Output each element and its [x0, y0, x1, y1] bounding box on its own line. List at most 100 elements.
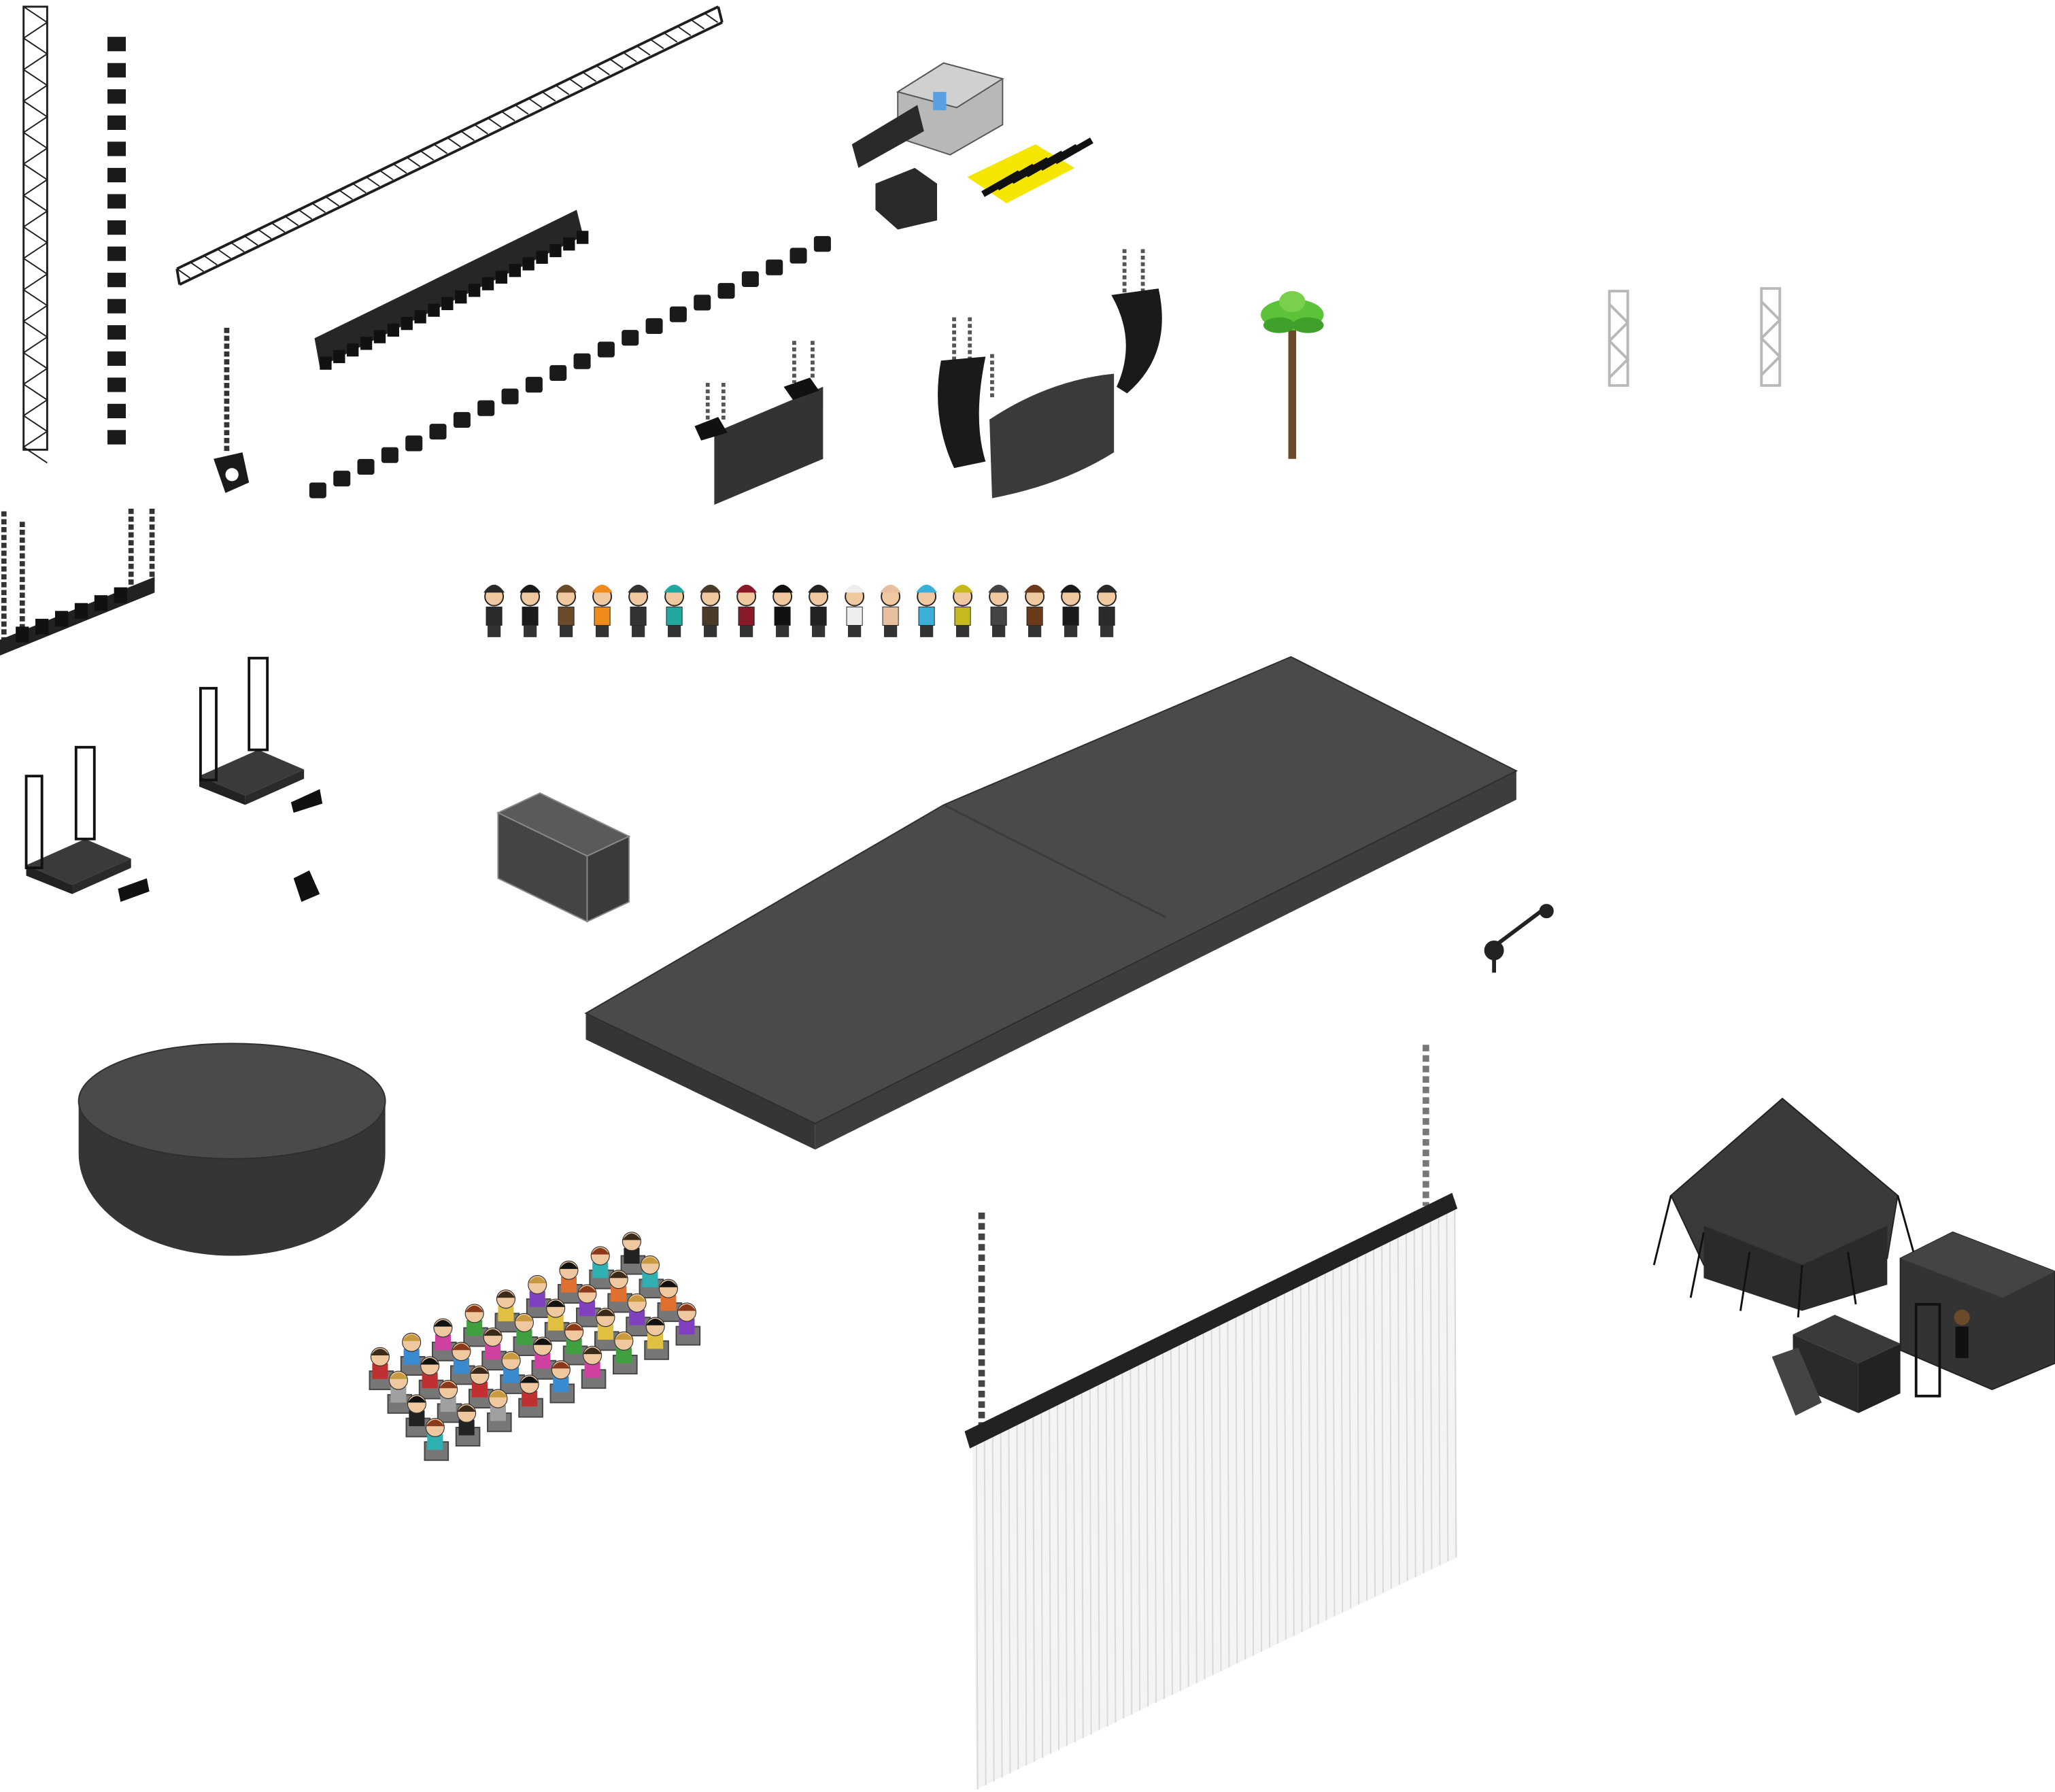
- curtain-fold: [1397, 1228, 1400, 1585]
- avatar-body: [882, 607, 899, 626]
- seated-avatar: [500, 1351, 525, 1394]
- avatar-hair: [559, 1262, 578, 1269]
- avatar-body: [579, 1300, 595, 1317]
- riser-truss-left: [24, 745, 150, 902]
- avatar-legs: [919, 625, 934, 637]
- curtain-fold: [1446, 1203, 1449, 1561]
- avatar-hair: [520, 584, 541, 593]
- speaker-box: [107, 377, 126, 392]
- curtain-fold: [1227, 1314, 1230, 1668]
- seated-avatar: [424, 1417, 449, 1461]
- avatar-hair: [528, 1277, 547, 1284]
- avatar-body: [630, 607, 647, 626]
- seated-avatar: [549, 1360, 575, 1404]
- avatar-body: [522, 1391, 538, 1407]
- truss-brace: [488, 117, 502, 128]
- main-stage: [584, 656, 1518, 1150]
- vertical-truss: [22, 5, 48, 451]
- avatar-body: [427, 1434, 443, 1450]
- avatar-body: [810, 607, 827, 626]
- seated-avatar: [639, 1255, 664, 1299]
- par-lamp: [441, 297, 454, 311]
- avatar-hair: [371, 1349, 390, 1356]
- spotlight: [501, 388, 519, 405]
- avatar-body: [592, 1262, 609, 1279]
- par-lamp: [360, 337, 373, 350]
- spotlight: [309, 482, 326, 498]
- spotlight: [525, 377, 543, 393]
- moving-head-light: [54, 611, 69, 627]
- avatar-hair: [659, 1281, 678, 1287]
- avatar: [988, 584, 1010, 637]
- truss-brace: [447, 137, 461, 148]
- avatar-hair: [1024, 584, 1046, 593]
- curtain-fold: [1049, 1404, 1052, 1754]
- truss-brace: [623, 52, 637, 63]
- avatar: [736, 584, 758, 637]
- avatar-hair: [452, 1343, 471, 1351]
- curtain-fold: [1154, 1351, 1157, 1703]
- avatar-hair: [1060, 584, 1082, 593]
- truss-brace: [406, 156, 421, 167]
- truss-brace: [203, 255, 218, 266]
- avatar-hair: [546, 1300, 565, 1307]
- avatar-hair: [402, 1334, 421, 1341]
- moving-head-light: [74, 603, 88, 619]
- seated-crowd: [369, 1232, 701, 1461]
- curtain-fold: [1113, 1372, 1117, 1723]
- spotlight: [694, 294, 711, 311]
- par-lamp: [401, 316, 413, 331]
- avatar-body: [498, 1305, 514, 1321]
- avatar-hair: [515, 1315, 534, 1321]
- seated-avatar: [675, 1302, 701, 1346]
- avatar-body: [485, 1343, 501, 1359]
- avatar-hair: [736, 584, 758, 593]
- curtain-fold: [1454, 1199, 1457, 1557]
- avatar: [520, 584, 541, 637]
- avatar-body: [679, 1319, 695, 1335]
- truss-brace: [298, 209, 313, 220]
- avatar-hair: [609, 1271, 628, 1279]
- avatar-hair: [641, 1257, 660, 1264]
- avatar-hair: [389, 1372, 408, 1379]
- avatar-body: [458, 1419, 475, 1436]
- speaker-box: [107, 246, 126, 261]
- avatar: [1954, 1309, 1970, 1325]
- curtain-fold: [1000, 1430, 1003, 1778]
- truss-brace: [258, 229, 272, 239]
- ghost-truss-right: [1759, 287, 1782, 387]
- avatar-hair: [628, 1295, 647, 1302]
- spotlight: [766, 259, 783, 275]
- avatar-hair: [470, 1367, 489, 1374]
- avatar-body: [560, 1277, 577, 1293]
- avatar-body: [529, 1291, 545, 1307]
- avatar-body: [954, 607, 971, 626]
- avatar-body: [503, 1367, 520, 1383]
- light-bar: [314, 209, 589, 370]
- avatar: [916, 584, 938, 637]
- seated-avatar: [613, 1331, 638, 1374]
- avatar-legs: [487, 625, 501, 637]
- truss-brace: [217, 248, 231, 259]
- avatar-legs: [1100, 625, 1114, 637]
- par-lamp: [373, 330, 386, 343]
- moving-head-light: [94, 595, 108, 611]
- black-cube: [496, 792, 631, 923]
- avatar-hair: [564, 1323, 583, 1331]
- truss-brace: [596, 65, 610, 75]
- avatar-body: [1026, 607, 1043, 626]
- avatar-body: [642, 1271, 658, 1287]
- avatar-body: [566, 1338, 582, 1355]
- avatar-legs: [595, 625, 609, 637]
- curtain-fold: [1130, 1364, 1133, 1715]
- par-lamp: [320, 356, 332, 370]
- avatar-body: [422, 1372, 438, 1389]
- spotlight: [597, 341, 615, 358]
- curtain-fold: [1105, 1376, 1108, 1727]
- avatar-body: [453, 1357, 469, 1374]
- avatar-hair: [483, 584, 505, 593]
- spotlight: [357, 458, 375, 475]
- hanging-spotlight: [214, 328, 250, 493]
- speaker-box: [107, 325, 126, 340]
- avatar: [628, 584, 649, 637]
